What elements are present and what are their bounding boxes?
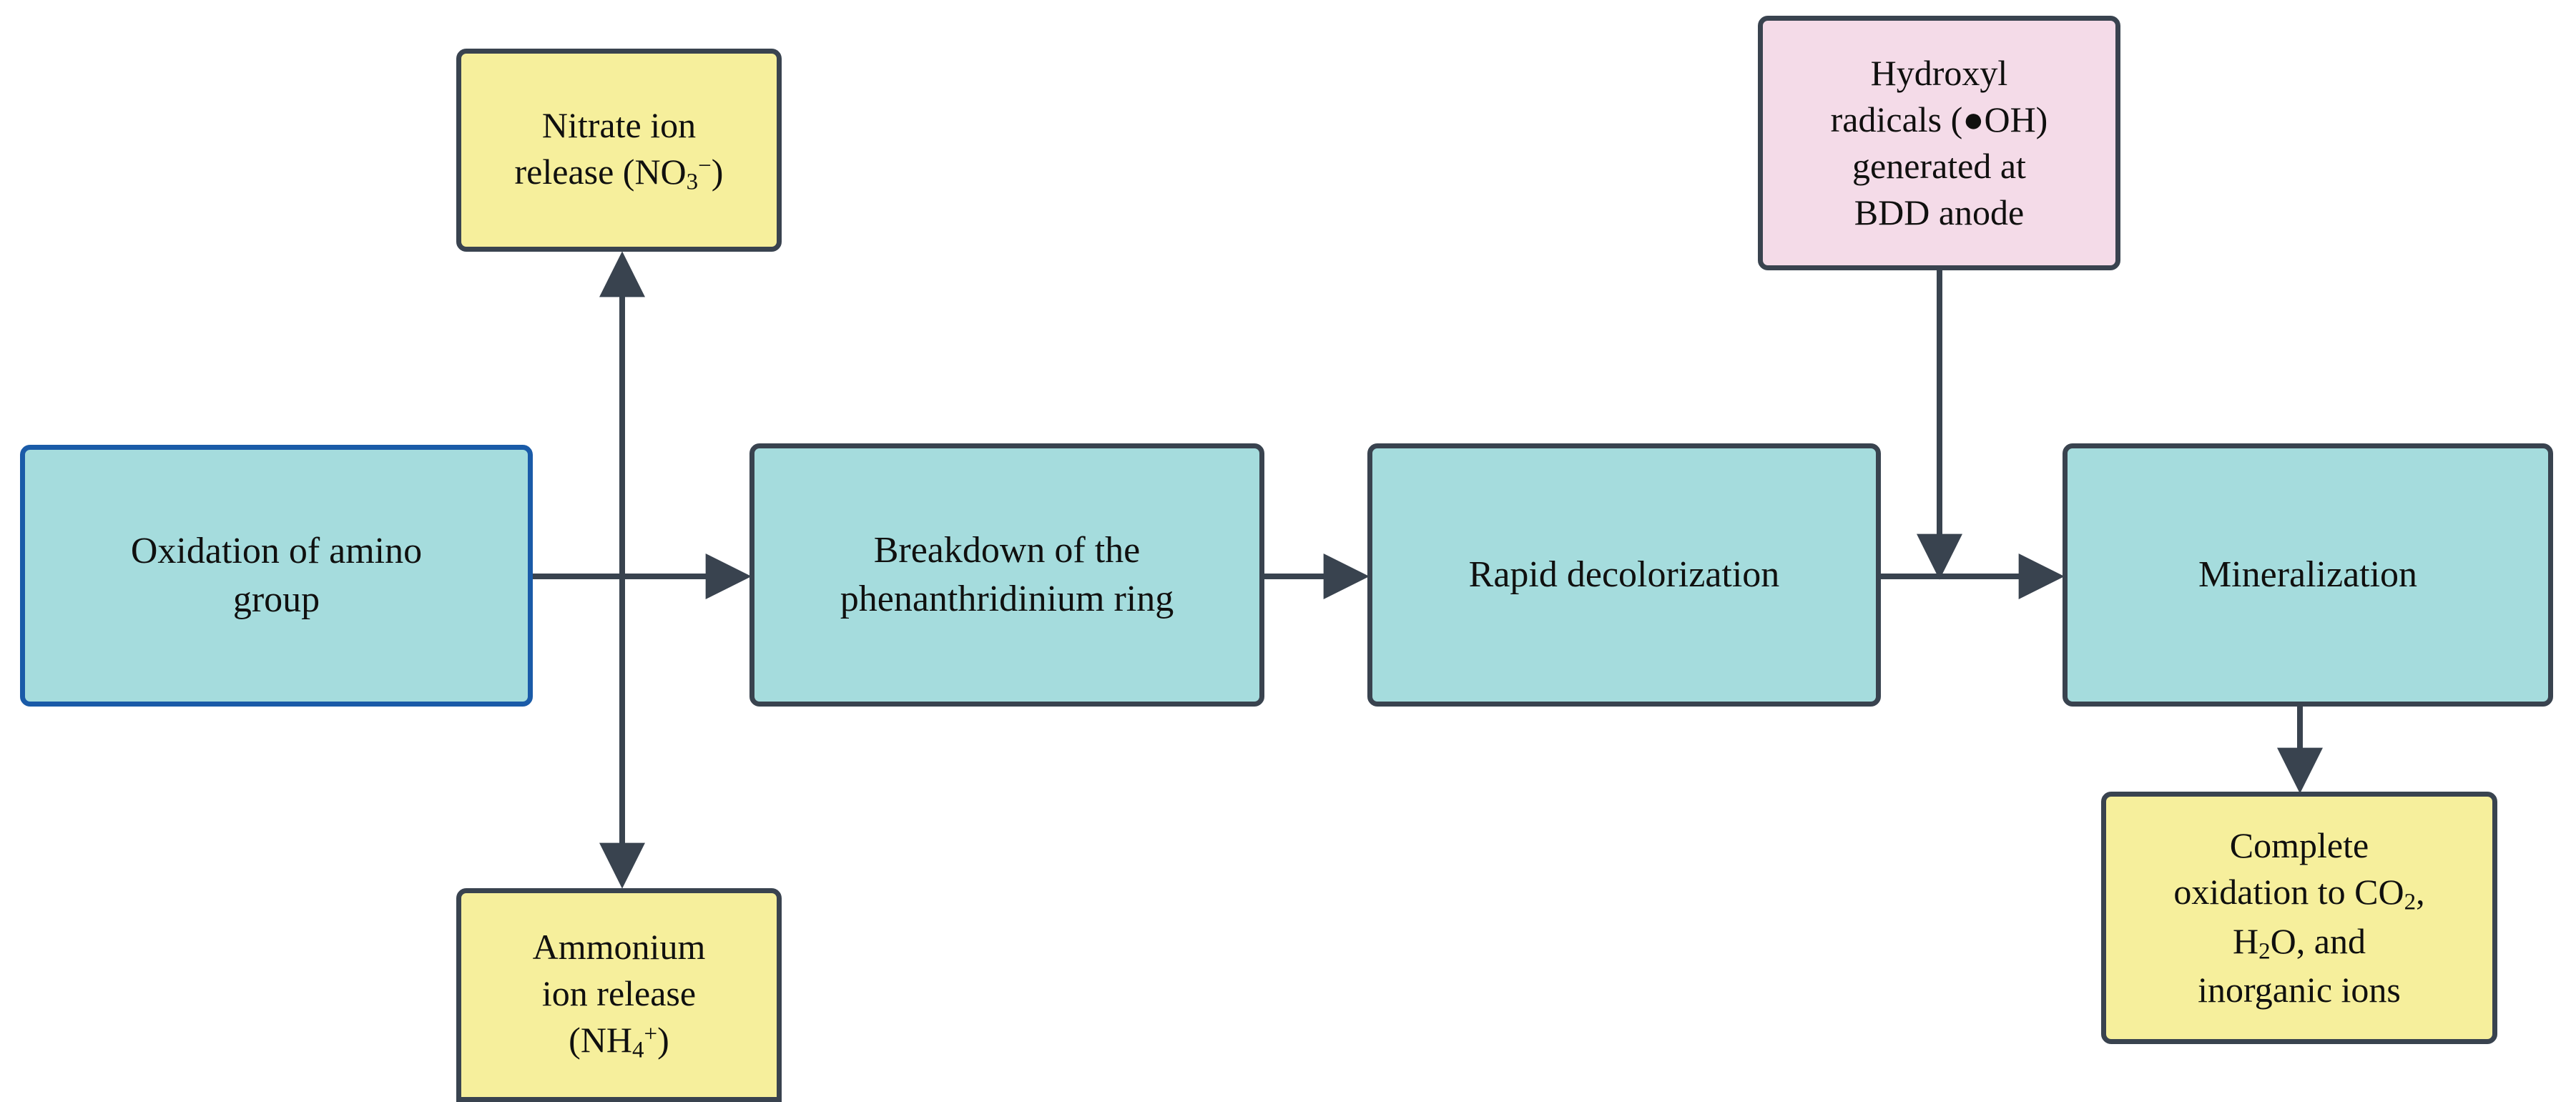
subscript: 3 [686, 169, 699, 195]
subscript: 2 [2258, 938, 2271, 965]
node-label: Rapid decolorization [1468, 554, 1780, 596]
subscript: 4 [632, 1037, 644, 1063]
subscript: 2 [2404, 889, 2417, 915]
radical-dot-icon: ● [1962, 99, 1985, 139]
superscript: + [644, 1021, 658, 1048]
superscript: − [698, 153, 712, 179]
node-label: Mineralization [2198, 554, 2418, 596]
node-mineralization[interactable]: Mineralization [2063, 443, 2553, 707]
node-rapid-decolorization[interactable]: Rapid decolorization [1367, 443, 1881, 707]
